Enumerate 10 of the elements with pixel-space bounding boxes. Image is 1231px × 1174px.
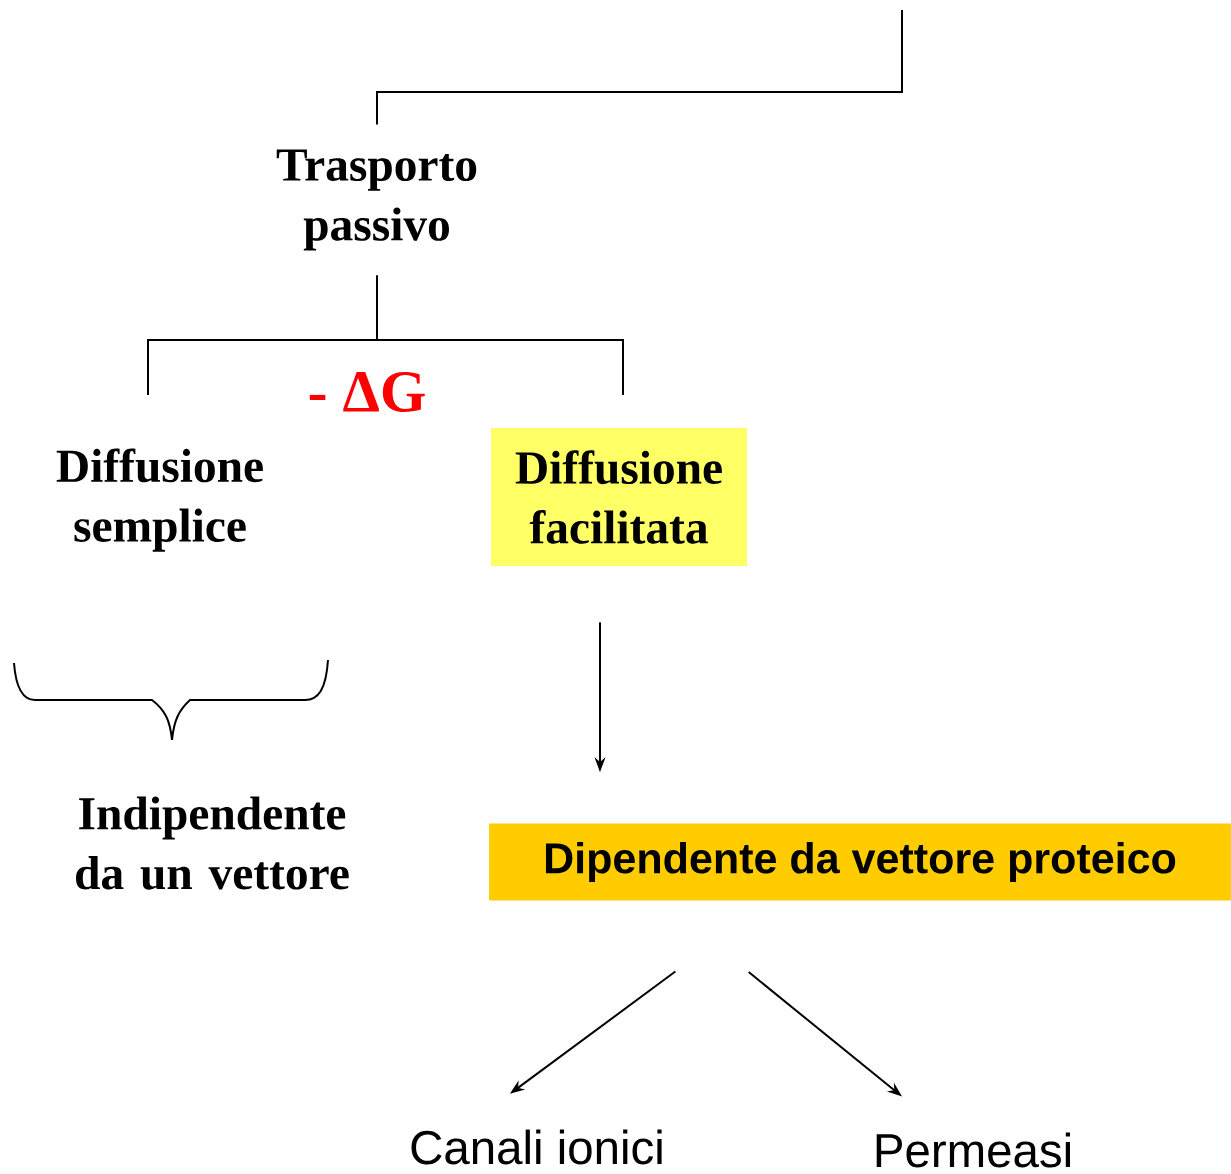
highlight-box: Dipendente da vettore proteico [489,823,1231,901]
connector [376,274,624,396]
node-text: Indipendente da un vettore [76,796,349,890]
node-text: Trasporto passivo [276,149,477,251]
connector [376,9,903,126]
node-text: Canali ionici [411,1129,662,1165]
energy-label: - ΔG [309,371,425,413]
node-text: Permeasi [876,1132,1070,1168]
highlight-box: Diffusione facilitata [491,428,747,566]
node-text: Diffusione semplice [56,448,263,552]
